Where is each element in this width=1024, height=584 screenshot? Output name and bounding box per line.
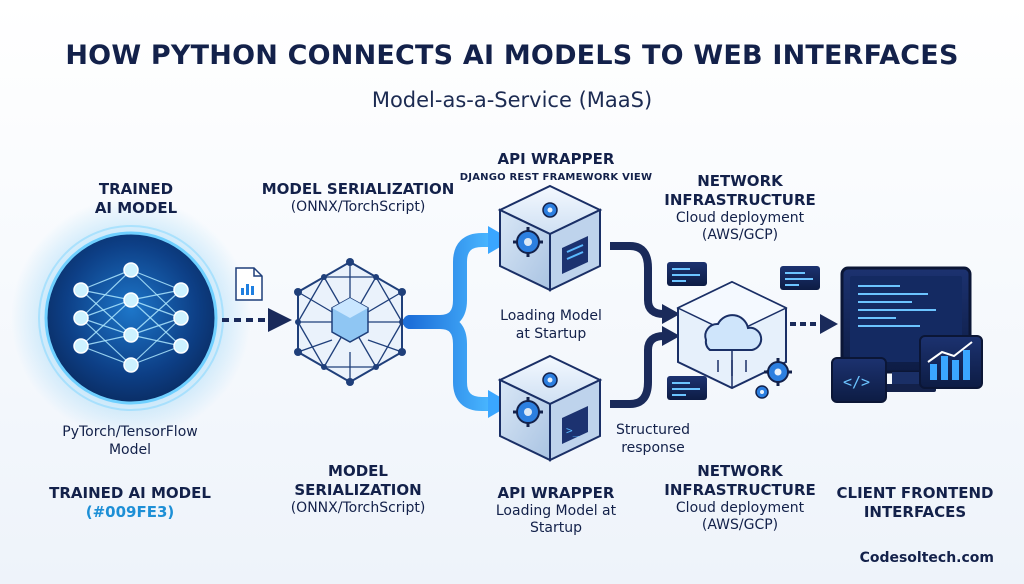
gear-icon: [755, 358, 792, 399]
label-framework: PyTorch/TensorFlow Model: [62, 424, 198, 458]
label-loading-model: Loading Model at Startup: [500, 308, 602, 342]
code-snippet-icons: [667, 262, 820, 400]
svg-text:>_: >_: [566, 424, 580, 437]
accent-color-label: (#009FE3): [85, 502, 175, 521]
label-api-wrapper-top: API WRAPPER DJANGO REST FRAMEWORK VIEW: [459, 150, 653, 183]
code-window-icon: </>: [831, 357, 887, 403]
arrows-to-cloud: [610, 242, 680, 408]
label-api-wrapper-bottom: API WRAPPER Loading Model at Startup: [495, 484, 617, 537]
arrow-model-to-serialization: [222, 308, 292, 332]
page-subtitle: Model-as-a-Service (MaaS): [371, 88, 653, 112]
document-chart-icon: [235, 267, 263, 301]
cloud-icon: [676, 280, 788, 390]
label-network-bottom: NETWORK INFRASTRUCTURE Cloud deployment …: [664, 462, 816, 533]
label-structured-response: Structured response: [615, 422, 690, 456]
label-client-frontend: CLIENT FRONTEND INTERFACES: [836, 484, 994, 521]
svg-text:</>: </>: [843, 373, 870, 391]
terminal-cube-icon: >_: [497, 354, 603, 462]
label-serialization-top: MODEL SERIALIZATION (ONNX/TorchScript): [261, 180, 455, 215]
page-title: HOW PYTHON CONNECTS AI MODELS TO WEB INT…: [65, 40, 959, 71]
label-serialization-bottom: MODEL SERIALIZATION (ONNX/TorchScript): [290, 462, 426, 516]
label-trained-model-bottom: TRAINED AI MODEL (#009FE3): [30, 484, 230, 522]
label-network-top: NETWORK INFRASTRUCTURE Cloud deployment …: [664, 172, 816, 243]
arrow-cloud-to-client: [790, 314, 838, 334]
footer-brand: Codesoltech.com: [859, 550, 994, 566]
gear-cube-icon: [497, 184, 603, 292]
chart-window-icon: [919, 335, 983, 389]
network-cube-icon: [294, 258, 406, 386]
label-trained-model-top: TRAINED AI MODEL: [94, 180, 178, 217]
neural-network-icon: [11, 198, 251, 438]
